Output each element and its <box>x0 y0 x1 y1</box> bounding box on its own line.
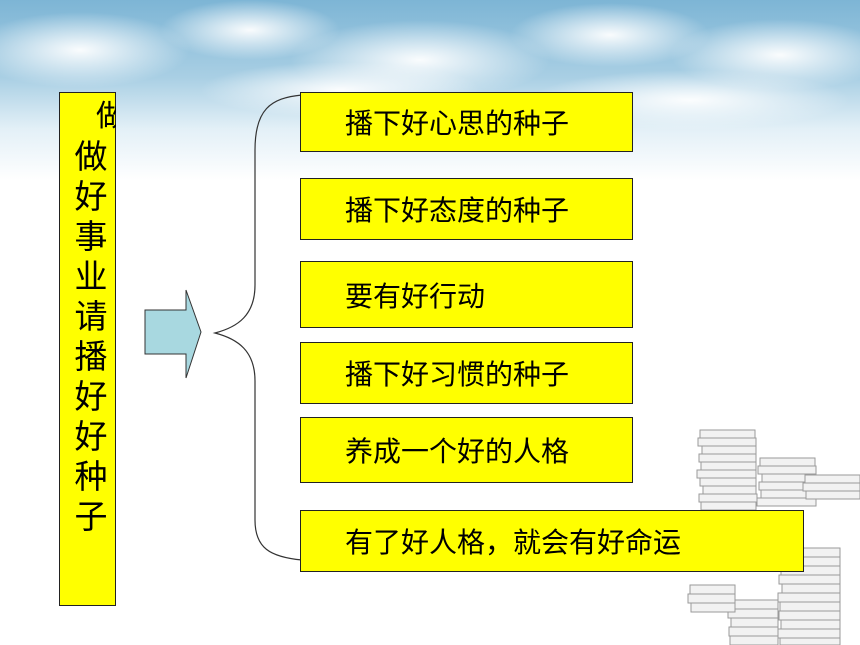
item-box-2: 播下好态度的种子 <box>300 178 633 240</box>
item-box-3: 要有好行动 <box>300 261 633 328</box>
curly-brace-icon <box>212 94 303 561</box>
title-partial-char: 做 <box>96 100 116 134</box>
vertical-title-box: 做 做好事业请播好好种子 <box>59 92 116 606</box>
right-arrow-icon <box>144 289 202 379</box>
item-box-4: 播下好习惯的种子 <box>300 342 633 404</box>
item-box-6: 有了好人格，就会有好命运 <box>300 510 804 572</box>
book-stacks-image <box>687 429 860 645</box>
vertical-title-text: 做好事业请播好好种子 <box>69 139 108 539</box>
item-box-1: 播下好心思的种子 <box>300 92 633 152</box>
item-box-5: 养成一个好的人格 <box>300 417 633 483</box>
